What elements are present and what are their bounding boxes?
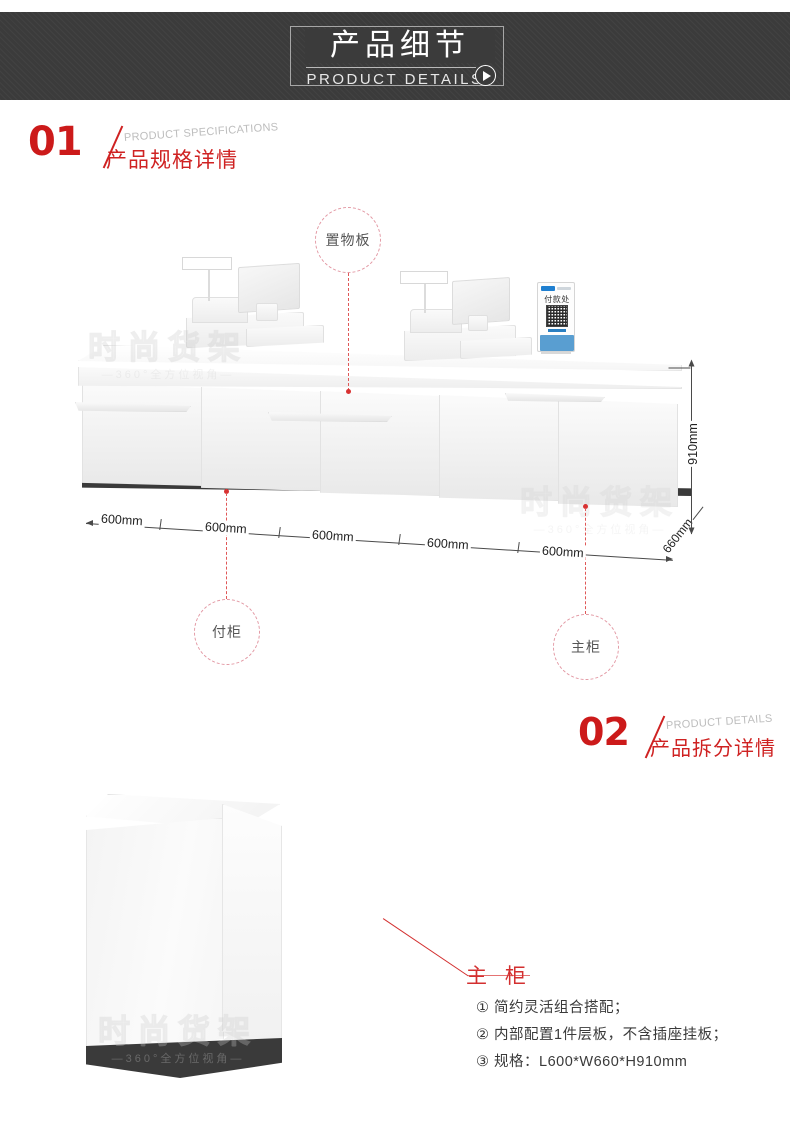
payment-sign-bar bbox=[548, 329, 566, 332]
cabinet-module bbox=[439, 395, 559, 501]
callout-side-cabinet: 付柜 bbox=[194, 599, 260, 665]
section-title-en: PRODUCT DETAILS bbox=[665, 712, 773, 732]
callout-anchor-dot bbox=[224, 489, 229, 494]
dimension-label: 600mm bbox=[424, 535, 472, 553]
price-sign-right bbox=[400, 271, 448, 284]
callout-leader-line bbox=[226, 493, 227, 599]
description-list: ① 简约灵活组合搭配； ② 内部配置1件层板，不含插座挂板； ③ 规格：L600… bbox=[476, 995, 776, 1076]
section-title-cn: 产品拆分详情 bbox=[650, 738, 776, 760]
circle-arrow-right-icon bbox=[475, 65, 496, 86]
cabinet-module bbox=[558, 399, 678, 507]
sign-pole-right bbox=[424, 281, 426, 313]
description-leader-horizontal bbox=[468, 975, 530, 977]
qr-code-icon bbox=[546, 305, 568, 327]
callout-label: 主柜 bbox=[571, 639, 601, 655]
cabinet-front-face bbox=[86, 818, 224, 1058]
page-banner: 产品细节 PRODUCT DETAILS bbox=[0, 12, 790, 100]
callout-main-cabinet: 主柜 bbox=[553, 614, 619, 680]
section-heading-02: 02 PRODUCT DETAILS 产品拆分详情 bbox=[578, 712, 788, 764]
price-sign-left bbox=[182, 257, 232, 270]
callout-leader-line bbox=[348, 273, 349, 391]
section-title-cn: 产品规格详情 bbox=[106, 149, 238, 172]
banner-frame bbox=[290, 26, 504, 86]
main-cabinet-illustration: 时尚货架 —360°全方位视角— bbox=[0, 770, 790, 1110]
cabinet-module bbox=[82, 383, 202, 486]
pos-monitor-stand-left bbox=[256, 303, 278, 321]
description-title: 主 柜 bbox=[466, 965, 532, 988]
list-item: ① 简约灵活组合搭配； bbox=[476, 1000, 630, 1016]
dimension-label: 600mm bbox=[539, 543, 587, 561]
shelf-board-far-right bbox=[505, 393, 605, 402]
pos-monitor-stand-right bbox=[468, 315, 488, 331]
payment-sign: 付款处 bbox=[537, 282, 575, 352]
list-item: ② 内部配置1件层板，不含插座挂板； bbox=[476, 1027, 728, 1043]
counter-top-surface bbox=[78, 345, 682, 371]
cabinet-side-face bbox=[222, 804, 282, 1062]
dimension-label: 600mm bbox=[98, 511, 146, 529]
dimension-label: 910mm bbox=[685, 421, 700, 467]
section-heading-01: 01 PRODUCT SPECIFICATIONS 产品规格详情 bbox=[28, 119, 288, 174]
callout-shelf-board: 置物板 bbox=[315, 207, 381, 273]
sign-pole-left bbox=[208, 267, 210, 301]
banner-title-cn: 产品细节 bbox=[305, 29, 495, 63]
banner-title-en: PRODUCT DETAILS bbox=[306, 71, 484, 88]
cabinet-module bbox=[320, 391, 440, 496]
callout-leader-line bbox=[585, 508, 586, 614]
payment-sign-logo bbox=[541, 286, 555, 291]
callout-label: 置物板 bbox=[325, 232, 371, 248]
list-item: ③ 规格：L600*W660*H910mm bbox=[476, 1054, 688, 1070]
dimension-label: 600mm bbox=[202, 519, 250, 537]
payment-sign-stand bbox=[541, 352, 571, 354]
callout-anchor-dot bbox=[346, 389, 351, 394]
section-number: 01 bbox=[28, 119, 83, 165]
section-title-en: PRODUCT SPECIFICATIONS bbox=[123, 121, 279, 144]
callout-label: 付柜 bbox=[212, 624, 242, 640]
payment-sign-title: 付款处 bbox=[544, 295, 570, 304]
payment-sign-footer bbox=[540, 335, 574, 351]
cabinet-module bbox=[201, 387, 321, 491]
banner-divider bbox=[306, 67, 476, 68]
section-number: 02 bbox=[578, 710, 630, 754]
callout-anchor-dot bbox=[583, 504, 588, 509]
watermark-tagline: —360°全方位视角— bbox=[533, 524, 667, 536]
payment-sign-logo-text bbox=[557, 287, 571, 290]
dimension-label: 600mm bbox=[309, 527, 357, 545]
